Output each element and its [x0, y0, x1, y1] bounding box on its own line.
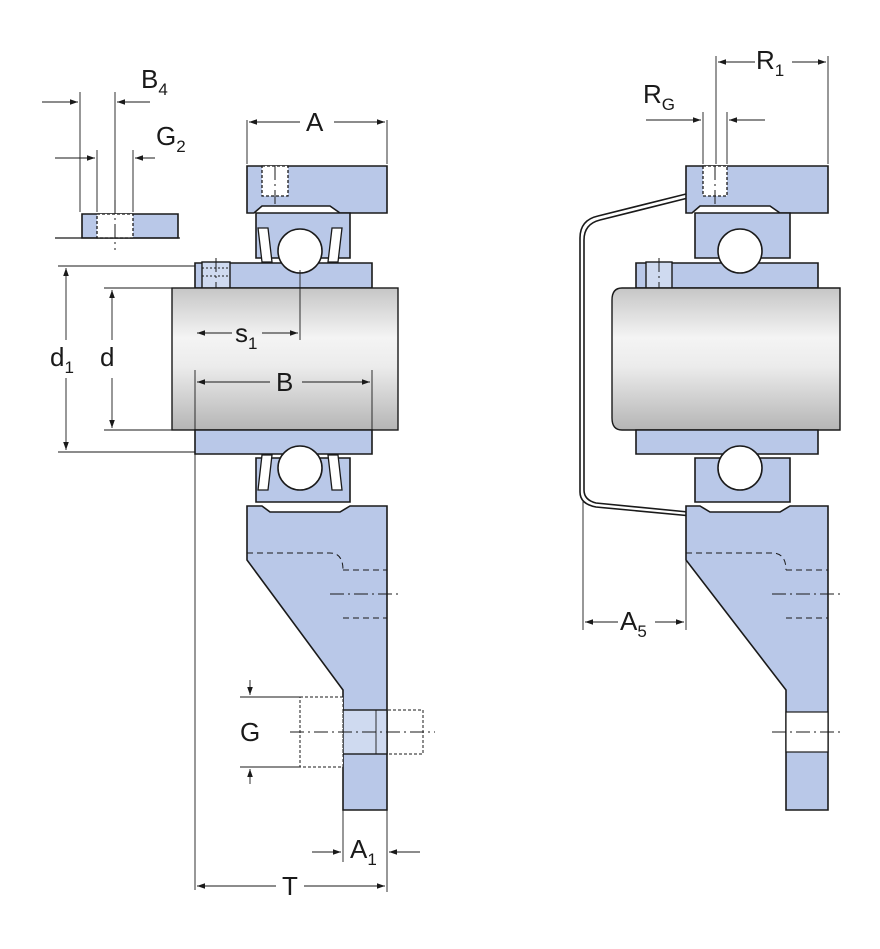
bolt-hole-left	[247, 552, 400, 619]
ball-lower-right	[717, 445, 763, 491]
shaft-left	[171, 287, 399, 431]
label-B: B	[276, 367, 293, 397]
mounting-bolt	[290, 696, 435, 768]
inner-ring-lower-right	[635, 429, 819, 455]
ball-lower	[277, 445, 323, 491]
housing-lower-right	[685, 505, 829, 811]
dimension-lines-left	[42, 92, 420, 892]
label-RG: RG	[643, 79, 675, 114]
left-sectional-view: A B d d1 s1 B4 G2 G A1 T	[42, 64, 435, 901]
seal-lower-left	[257, 454, 273, 491]
label-s1: s1	[235, 318, 257, 353]
label-d: d	[100, 342, 114, 372]
label-G2: G2	[156, 121, 186, 156]
inner-ring-lower	[194, 429, 373, 455]
seal-upper-left	[257, 227, 273, 263]
label-A5: A5	[620, 606, 647, 641]
seal-upper-right	[327, 227, 343, 263]
detail-set-screw	[55, 200, 180, 250]
label-G: G	[240, 717, 260, 747]
dimension-lines-right	[582, 56, 829, 630]
grease-nipple-left	[261, 165, 289, 206]
bolt-hole-right	[686, 552, 840, 733]
label-B4: B4	[141, 64, 168, 99]
ball-upper	[277, 228, 323, 274]
label-T: T	[282, 871, 298, 901]
ball-upper-right	[717, 228, 763, 274]
right-sectional-view: R1 RG A5	[579, 45, 841, 811]
label-A1: A1	[350, 834, 377, 869]
label-d1: d1	[50, 342, 74, 377]
label-R1: R1	[756, 45, 784, 80]
shaft-right	[611, 287, 841, 431]
label-A: A	[306, 107, 324, 137]
grease-nipple-right	[702, 165, 728, 206]
seal-lower-right	[327, 454, 343, 491]
